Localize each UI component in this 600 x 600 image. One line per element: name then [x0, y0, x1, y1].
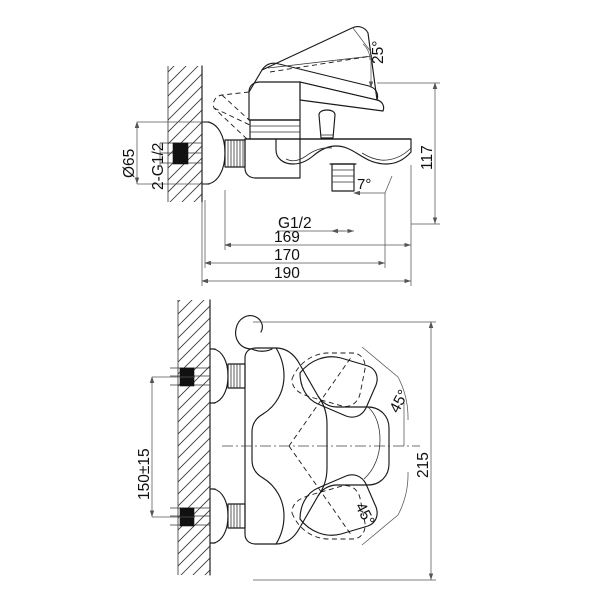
- wall-hatching-plan: [178, 300, 210, 575]
- lever-handle-plan: [288, 352, 378, 540]
- dim-label-swing-angle-upper-45: 45°: [387, 387, 413, 416]
- dim-190: 190: [201, 202, 412, 286]
- dim-outlet-thread: G1/2: [277, 215, 354, 234]
- outlet-aerator-side: [329, 163, 357, 192]
- lever-handle-side: [212, 26, 385, 141]
- dim-label-inlet-thread: 2-G1/2: [150, 143, 167, 190]
- wall-section-plan: [177, 299, 211, 576]
- dim-swing-angle-upper-45: 45°: [361, 346, 413, 446]
- spout-body-side: [275, 138, 412, 165]
- escutcheon-lower-plan: [209, 488, 246, 544]
- dim-label-inlet-centres-150: 150±15: [136, 448, 153, 500]
- dim-diameter-65: Ø65: [121, 121, 210, 185]
- shower-hook-bracket: [235, 315, 273, 352]
- dim-inlet-centres-150: 150±15: [136, 376, 195, 518]
- dim-169: 169: [224, 165, 412, 250]
- dim-height-117: 117: [377, 82, 440, 225]
- knurled-shank-side: [224, 139, 246, 168]
- dim-depth-215: 215: [253, 321, 436, 581]
- dim-label-diameter-65: Ø65: [121, 149, 138, 178]
- dim-label-swing-angle-lower-45: 45°: [351, 500, 377, 529]
- dim-label-outlet-thread: G1/2: [278, 215, 312, 232]
- diverter-knob-side: [318, 109, 336, 139]
- inlet-connection-side: [160, 142, 202, 165]
- dim-label-190: 190: [274, 265, 300, 282]
- dim-label-depth-215: 215: [415, 452, 432, 478]
- dim-170: 170: [204, 193, 386, 268]
- dim-swing-angle-lower-45: 45°: [351, 471, 409, 546]
- dim-label-170: 170: [274, 247, 300, 264]
- dim-label-spout-angle-7: 7°: [357, 176, 371, 193]
- escutcheon-upper-plan: [209, 348, 246, 404]
- plan-top-view: 45° 45° 150±15 215: [136, 299, 436, 581]
- side-elevation-view: Ø65 2-G1/2 25° 117 G1/2: [121, 26, 440, 286]
- dim-inlet-thread: 2-G1/2: [150, 143, 167, 190]
- dim-handle-angle-25: 25°: [352, 27, 387, 88]
- mixer-body-side: [244, 119, 412, 179]
- dim-label-169: 169: [274, 229, 300, 246]
- dim-label-height-117: 117: [419, 145, 436, 170]
- dim-spout-angle-7: 7°: [353, 175, 393, 196]
- escutcheon-flange-side: [201, 121, 226, 185]
- dim-label-handle-angle-25: 25°: [370, 41, 387, 64]
